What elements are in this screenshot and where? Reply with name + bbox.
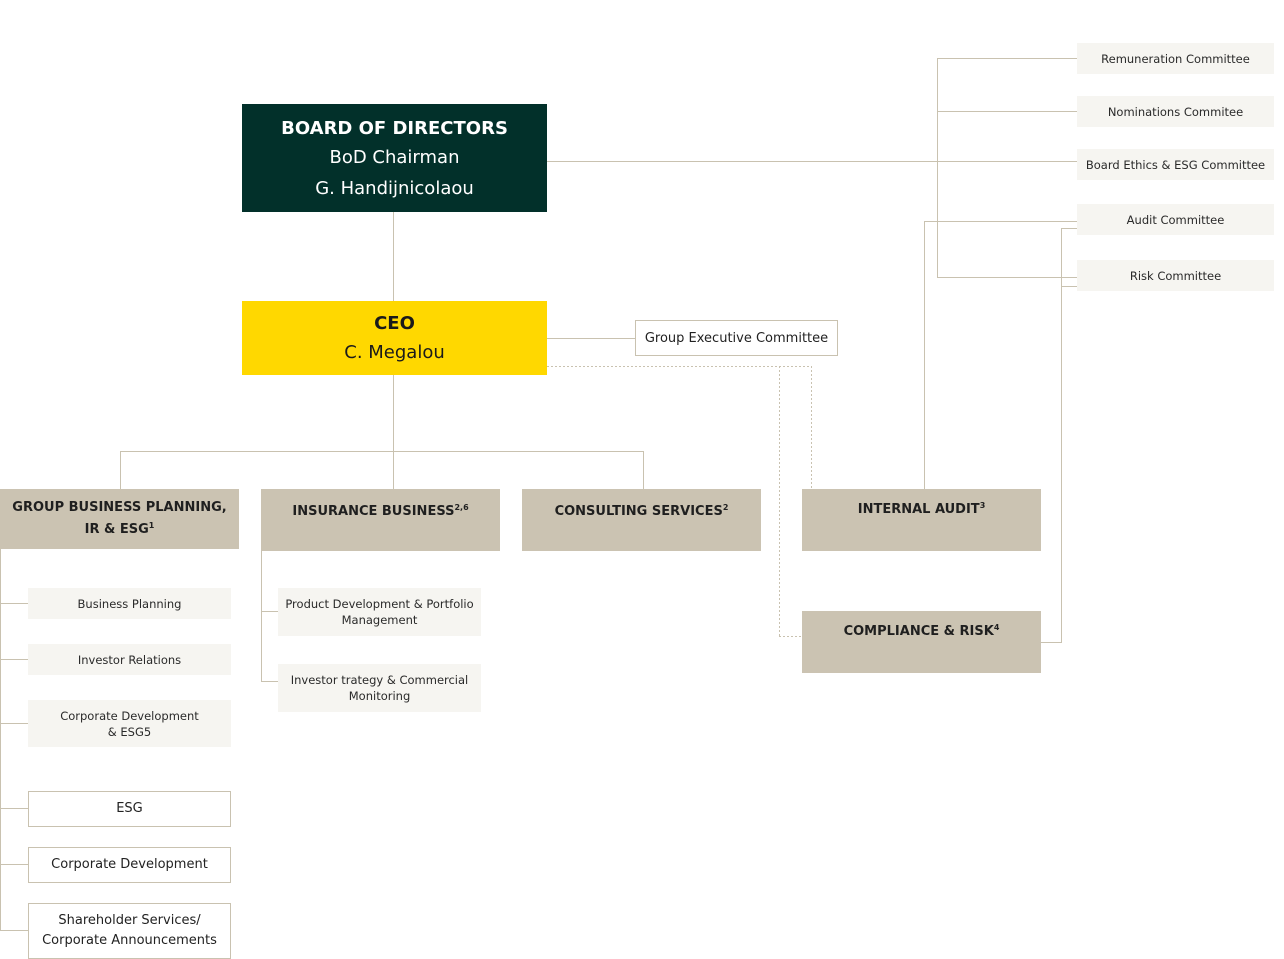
unit-label: GROUP BUSINESS PLANNING, IR & ESG (12, 500, 227, 537)
subunit-corporate-development: Corporate Development (28, 847, 231, 883)
subunit-label: Product Development & Portfolio Manageme… (285, 597, 474, 627)
unit-footnote: 2 (722, 503, 729, 512)
committee-label: Risk Committee (1129, 268, 1222, 283)
unit-label: CONSULTING SERVICES (554, 504, 723, 519)
board-title: BOARD OF DIRECTORS (281, 117, 508, 139)
unit-insurance-business: INSURANCE BUSINESS2,6 (261, 489, 500, 551)
committee-board-ethics-esg: Board Ethics & ESG Committee (1077, 149, 1274, 180)
unit-footnote: 3 (979, 501, 986, 510)
subunit-label: Investor trategy & Commercial Monitoring (290, 673, 469, 703)
board-of-directors-box: BOARD OF DIRECTORS BoD Chairman G. Handi… (242, 104, 547, 212)
committee-audit: Audit Committee (1077, 204, 1274, 235)
board-role: BoD Chairman (329, 146, 460, 168)
unit-internal-audit: INTERNAL AUDIT3 (802, 489, 1041, 551)
subunit-label: Investor Relations (77, 652, 182, 667)
unit-label: INTERNAL AUDIT (857, 502, 980, 517)
committee-label: Remuneration Committee (1101, 51, 1250, 66)
committee-label: Audit Committee (1126, 212, 1225, 227)
subunit-label: Corporate Development (51, 857, 208, 872)
unit-group-business-planning: GROUP BUSINESS PLANNING, IR & ESG1 (0, 489, 239, 549)
unit-consulting-services: CONSULTING SERVICES2 (522, 489, 761, 551)
subunit-investor-relations: Investor Relations (28, 644, 231, 675)
committee-remuneration: Remuneration Committee (1077, 43, 1274, 74)
subunit-label: Shareholder Services/ Corporate Announce… (42, 913, 217, 948)
subunit-business-planning: Business Planning (28, 588, 231, 619)
committee-nominations: Nominations Commitee (1077, 96, 1274, 127)
unit-footnote: 1 (148, 521, 155, 530)
board-chairman-name: G. Handijnicolaou (315, 177, 474, 199)
group-executive-committee-label: Group Executive Committee (644, 330, 829, 346)
subunit-shareholder-services: Shareholder Services/ Corporate Announce… (28, 903, 231, 959)
subunit-label: Business Planning (77, 596, 182, 611)
subunit-corporate-development-esg: Corporate Development & ESG5 (28, 700, 231, 747)
unit-footnote: 2,6 (454, 503, 469, 512)
ceo-title: CEO (374, 313, 415, 334)
subunit-label: ESG (116, 801, 143, 816)
unit-label: COMPLIANCE & RISK (843, 624, 994, 639)
committee-label: Board Ethics & ESG Committee (1085, 157, 1266, 172)
ceo-box: CEO C. Megalou (242, 301, 547, 375)
ceo-name: C. Megalou (344, 342, 445, 363)
committee-risk: Risk Committee (1077, 260, 1274, 291)
group-executive-committee-box: Group Executive Committee (635, 320, 838, 356)
unit-label: INSURANCE BUSINESS (292, 504, 455, 519)
unit-footnote: 4 (993, 623, 1000, 632)
committee-label: Nominations Commitee (1107, 104, 1244, 119)
subunit-esg: ESG (28, 791, 231, 827)
subunit-investor-strategy: Investor trategy & Commercial Monitoring (278, 664, 481, 712)
unit-compliance-risk: COMPLIANCE & RISK4 (802, 611, 1041, 673)
subunit-label: Corporate Development & ESG5 (60, 708, 199, 739)
subunit-product-development: Product Development & Portfolio Manageme… (278, 588, 481, 636)
